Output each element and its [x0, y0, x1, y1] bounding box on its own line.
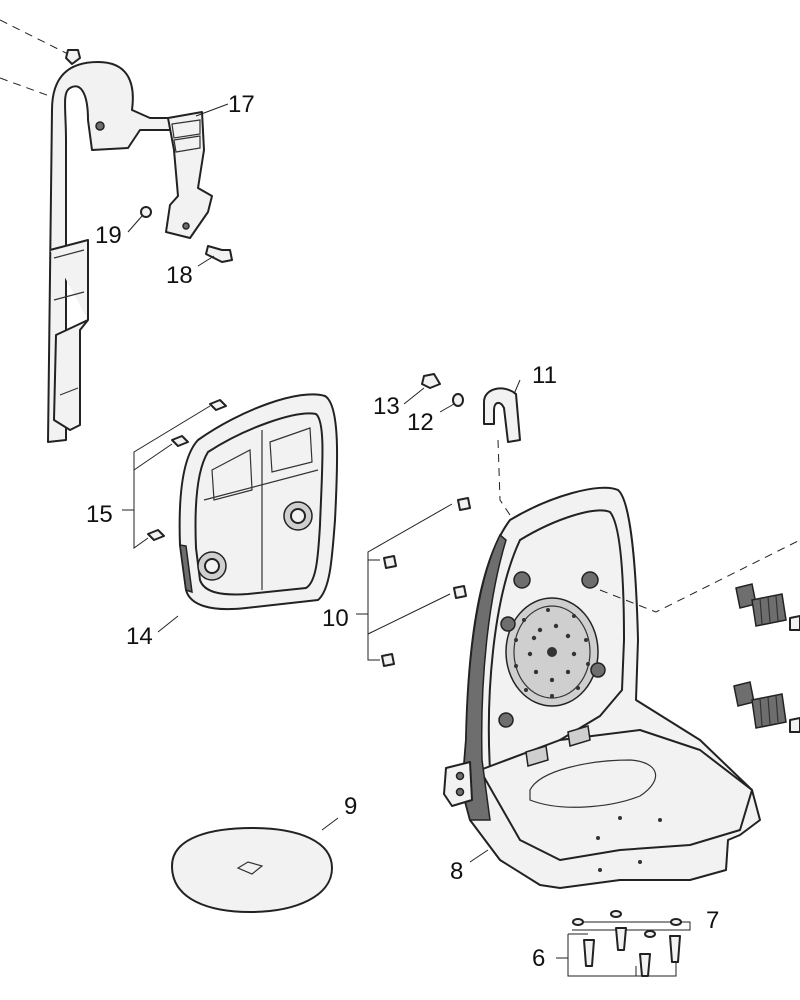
- screw-6-b: [615, 927, 627, 951]
- screw-6-c: [669, 935, 681, 963]
- callout-18: 18: [166, 262, 193, 289]
- callout-7: 7: [706, 907, 719, 934]
- callout-10: 10: [322, 605, 349, 632]
- leader-13: [403, 387, 425, 405]
- base-plate: [171, 827, 333, 913]
- fitting-upper-coils: [759, 595, 779, 625]
- frame-clips: [525, 725, 591, 767]
- back-pad-pockets: [211, 427, 313, 501]
- washer-7-c: [670, 918, 682, 926]
- leader-15: [122, 405, 211, 549]
- strap-stitching: [53, 249, 85, 396]
- washer-7-b: [572, 918, 584, 926]
- callout-11: 11: [532, 362, 557, 389]
- screw-13: [421, 373, 441, 389]
- back-pad-ribs: [203, 430, 319, 590]
- screws-10: [356, 497, 471, 667]
- side-fittings: [733, 583, 800, 733]
- screw-10-c: [453, 585, 467, 599]
- leader-12: [439, 403, 455, 413]
- frame-seat-base: [479, 729, 753, 861]
- fitting-lower-coils: [759, 695, 779, 727]
- callout-13: 13: [373, 393, 400, 420]
- washer-7-d: [644, 930, 656, 938]
- screw-15-a: [209, 399, 227, 411]
- leader-8: [469, 849, 489, 863]
- dashed-guide-side: [599, 539, 800, 613]
- label-leaders: [127, 103, 521, 863]
- bolt-18: [205, 245, 233, 263]
- upper-hardware: [421, 373, 521, 519]
- dashed-guide-bracket: [497, 439, 513, 519]
- leader-19: [127, 215, 143, 233]
- back-pad-14: [178, 393, 339, 611]
- frame-boss-mid-right: [590, 662, 606, 678]
- dashed-guide-mid: [0, 77, 56, 99]
- buckle-slots: [171, 119, 201, 153]
- frame-boss-low-left: [498, 712, 514, 728]
- buckle-hole: [182, 222, 190, 230]
- bottom-hardware: [556, 910, 691, 977]
- strap-lower-band: [49, 239, 89, 431]
- frame-side-tab: [443, 761, 473, 807]
- fitting-upper-pin: [789, 615, 800, 631]
- callout-9: 9: [344, 793, 357, 820]
- callout-numbers: 17 19 18 11 13 12 15 10 14 9 8 7 6: [86, 91, 719, 972]
- frame-seat-holes: [596, 816, 662, 872]
- leader-17: [195, 103, 229, 117]
- screw-15-b: [171, 435, 189, 447]
- screw-15-c: [147, 529, 165, 541]
- base-plate-9: [171, 827, 333, 913]
- screw-10-b: [383, 555, 397, 569]
- callout-12: 12: [407, 409, 434, 436]
- leader-18: [197, 255, 215, 267]
- frame-tab-hole-b: [455, 787, 465, 797]
- frame-tab-hole-a: [455, 771, 465, 781]
- callout-8: 8: [450, 858, 463, 885]
- callout-15: 15: [86, 501, 113, 528]
- callout-6: 6: [532, 945, 545, 972]
- back-pad-inner-frame: [194, 412, 324, 596]
- screw-6-a: [583, 939, 595, 967]
- nut-19: [140, 206, 152, 218]
- back-pad-shadow-edge: [179, 544, 193, 594]
- base-plate-center-cutout: [236, 861, 264, 875]
- washer-12: [452, 393, 464, 407]
- main-frame-8: [443, 486, 761, 889]
- callout-19: 19: [95, 222, 122, 249]
- fitting-lower-pin: [789, 717, 800, 733]
- screw-10-d: [381, 653, 395, 667]
- leader-14: [157, 615, 179, 633]
- leader-7-frame: [572, 921, 691, 931]
- callout-14: 14: [126, 623, 153, 650]
- dashed-guide-top: [0, 19, 71, 56]
- bracket-11: [483, 387, 521, 443]
- strap-rivet-hole: [95, 121, 105, 131]
- back-pad-boss-right-hole: [290, 508, 306, 524]
- fan-grille-holes: [514, 608, 590, 698]
- strap-top-screw: [65, 49, 81, 65]
- screw-6-d: [639, 953, 651, 977]
- frame-left-shadow: [461, 533, 507, 821]
- frame-boss-top-left: [513, 571, 531, 589]
- leader-10: [356, 503, 453, 661]
- frame-boss-top-right: [581, 571, 599, 589]
- callout-17: 17: [228, 91, 255, 118]
- leader-9: [321, 817, 339, 831]
- washer-7-a: [610, 910, 622, 918]
- frame-boss-mid-left: [500, 616, 516, 632]
- fitting-lower-nut: [733, 681, 755, 707]
- frame-seat-recess: [529, 759, 657, 808]
- leader-6: [556, 933, 677, 977]
- back-pad-boss-left-hole: [204, 558, 220, 574]
- shoulder-strap-assembly: [0, 19, 233, 443]
- screws-15: [122, 399, 227, 549]
- screw-10-a: [457, 497, 471, 511]
- leader-11: [513, 379, 521, 395]
